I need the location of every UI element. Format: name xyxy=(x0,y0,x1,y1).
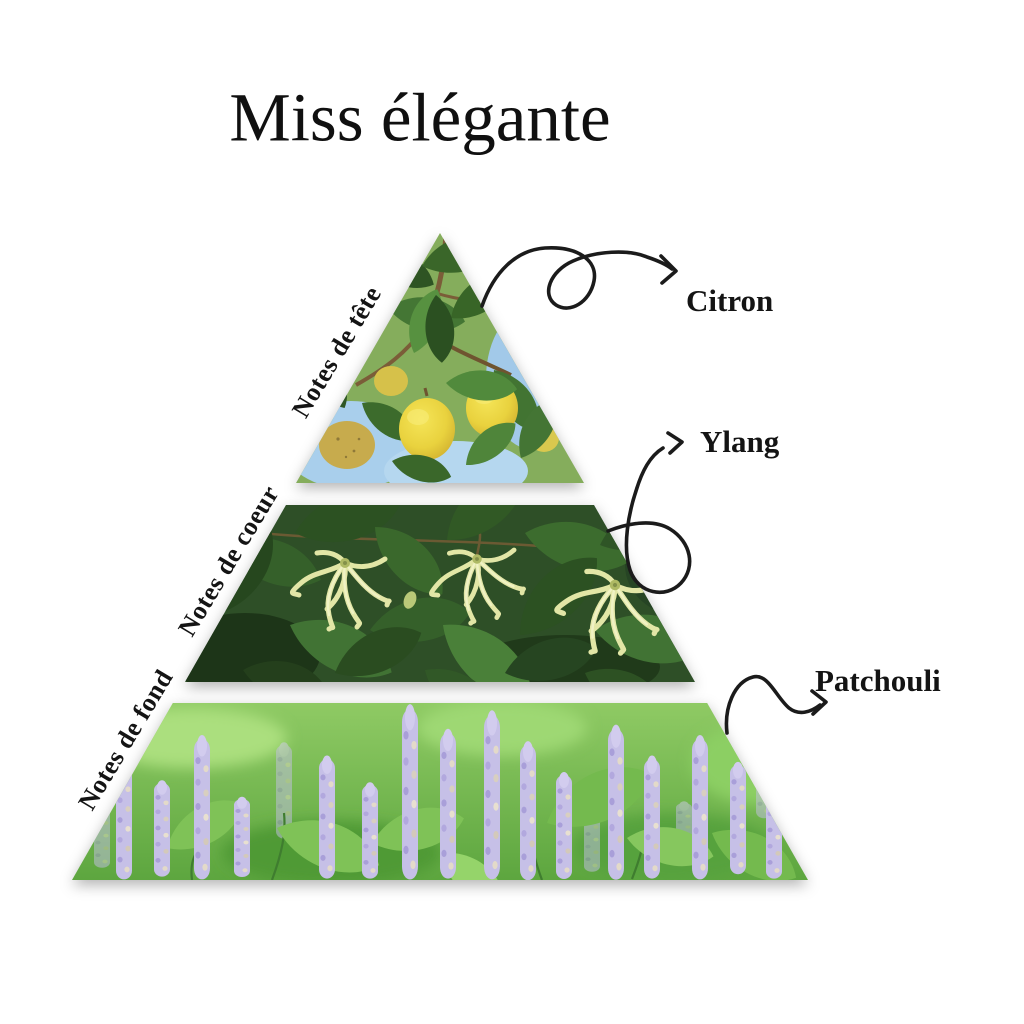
patchouli-field-image xyxy=(72,703,808,880)
tier-base-notes xyxy=(72,703,808,880)
note-label-ylang: Ylang xyxy=(700,424,780,459)
note-label-patchouli: Patchouli xyxy=(815,663,941,698)
lemon-center xyxy=(399,387,455,460)
dull-lemon xyxy=(319,421,375,469)
perfume-name-title: Miss élégante xyxy=(229,79,611,156)
note-label-citron: Citron xyxy=(686,283,774,318)
